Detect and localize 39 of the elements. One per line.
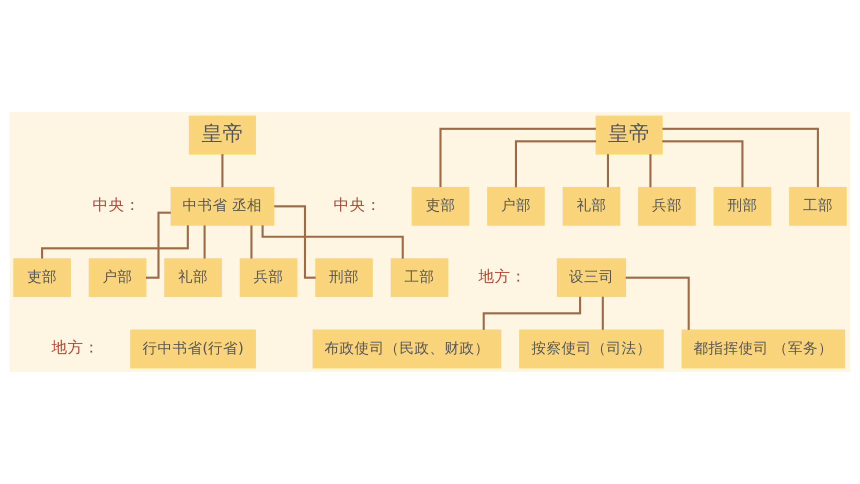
label: 地方： xyxy=(52,338,100,357)
connector xyxy=(606,154,610,188)
node-box: 礼部 xyxy=(562,186,620,226)
connector xyxy=(204,225,206,258)
node-box: 户部 xyxy=(88,258,146,298)
node-box: 工部 xyxy=(390,258,448,298)
connector xyxy=(602,296,604,330)
connector xyxy=(662,140,744,188)
connector xyxy=(262,225,404,259)
connector xyxy=(662,128,819,188)
connector xyxy=(649,154,652,188)
node-box: 皇帝 xyxy=(188,116,256,154)
node-box: 中书省 丞相 xyxy=(170,186,274,226)
node-box: 礼部 xyxy=(164,258,222,298)
connector xyxy=(41,225,189,259)
connector xyxy=(250,225,252,258)
node-box: 兵部 xyxy=(638,186,696,226)
node-box: 都指挥使司 （军务） xyxy=(682,330,846,368)
node-box: 刑部 xyxy=(315,258,373,298)
connector xyxy=(221,154,224,188)
connector xyxy=(274,205,316,279)
node-box: 刑部 xyxy=(714,186,772,226)
connector xyxy=(514,140,596,188)
connector xyxy=(626,276,690,330)
connector xyxy=(146,212,171,279)
node-box: 兵部 xyxy=(240,258,298,298)
label: 地方： xyxy=(478,266,526,286)
label: 中央： xyxy=(334,195,382,214)
node-box: 设三司 xyxy=(556,258,626,298)
node-box: 户部 xyxy=(487,186,545,226)
node-box: 皇帝 xyxy=(596,116,663,154)
node-box: 吏部 xyxy=(13,258,71,298)
label: 中央： xyxy=(92,195,141,214)
connector xyxy=(439,128,596,188)
node-box: 布政使司（民政、财政） xyxy=(312,330,502,368)
node-box: 吏部 xyxy=(412,186,470,226)
node-box: 工部 xyxy=(789,186,847,226)
node-box: 行中书省(行省) xyxy=(130,330,256,368)
node-box: 按察使司（司法） xyxy=(519,330,664,368)
